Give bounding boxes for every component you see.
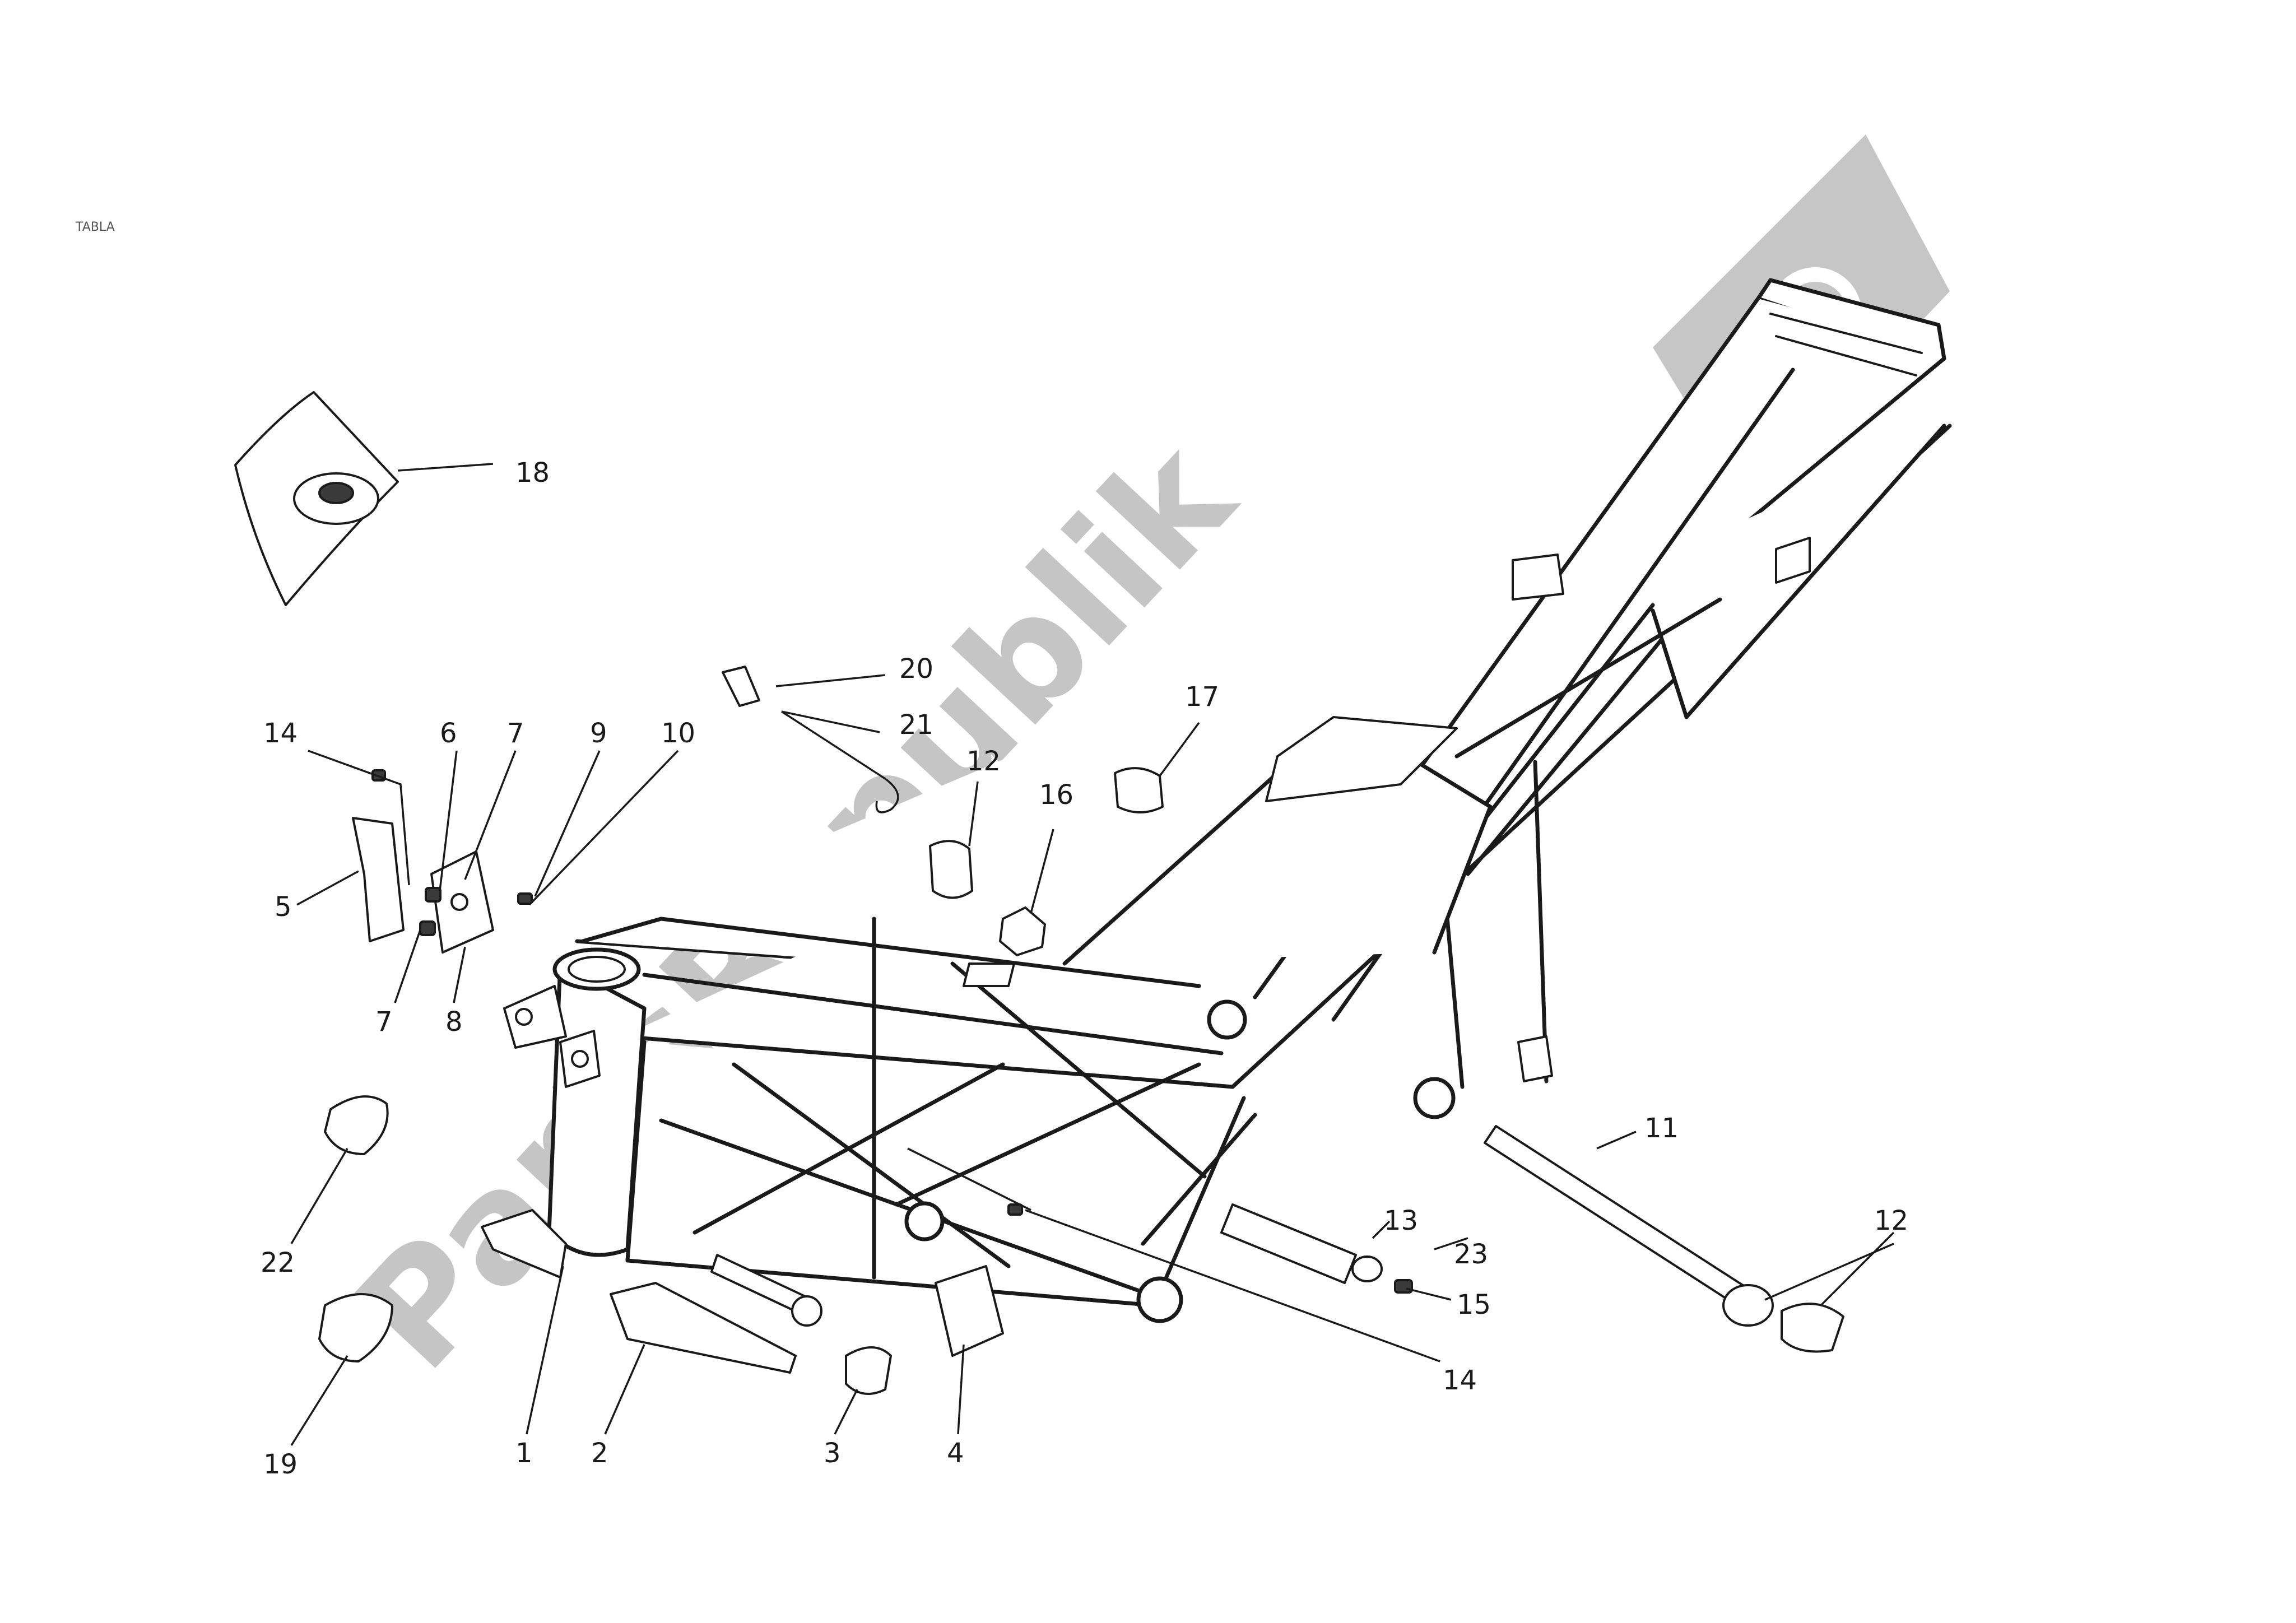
callout-12-upper: 12: [966, 746, 1001, 777]
callout-8: 8: [445, 1006, 463, 1038]
part-number-callouts: 18 20 21 12 16 17 14 6 7 9 10 5 7 8 22 1…: [261, 457, 1908, 1480]
part-4-bracket: [935, 1265, 1004, 1357]
callout-14-upper: 14: [263, 718, 298, 749]
part-16-nut: [999, 906, 1046, 956]
callout-1: 1: [515, 1438, 533, 1469]
callout-11: 11: [1644, 1113, 1679, 1144]
callout-14-lower: 14: [1443, 1365, 1477, 1396]
callout-16: 16: [1039, 779, 1073, 811]
corner-label: TABLA: [75, 220, 115, 234]
part-20-cable-end: [722, 666, 760, 707]
part-19-clamp: [318, 1293, 393, 1362]
part-12-plug: [1781, 1303, 1844, 1353]
callout-3: 3: [824, 1438, 841, 1469]
callout-9: 9: [590, 718, 607, 749]
part-13-spacer: [1220, 1203, 1357, 1284]
callout-6: 6: [440, 718, 457, 749]
part-11-axle: [1484, 1125, 1749, 1306]
part-18-tank-cap: [234, 391, 399, 606]
callout-22: 22: [261, 1247, 295, 1278]
part-12-grommet: [929, 840, 973, 899]
small-parts: [318, 666, 1844, 1395]
callout-23: 23: [1454, 1239, 1488, 1270]
part-22-clamp: [324, 1095, 389, 1155]
callout-7-upper: 7: [507, 718, 524, 749]
callout-2: 2: [591, 1438, 608, 1469]
part-5-bracket: [352, 817, 405, 942]
leader-lines: [290, 463, 1895, 1446]
callout-17: 17: [1185, 681, 1219, 713]
part-2-plate: [610, 1282, 797, 1374]
callout-19: 19: [263, 1449, 298, 1480]
steering-head: [503, 947, 647, 1257]
callout-21: 21: [899, 709, 933, 741]
callout-12-lower: 12: [1874, 1205, 1908, 1236]
callout-13: 13: [1384, 1205, 1418, 1236]
callout-10: 10: [661, 718, 695, 749]
callout-4: 4: [947, 1438, 964, 1469]
callout-5: 5: [275, 891, 292, 923]
callout-15: 15: [1457, 1289, 1491, 1320]
main-frame: [503, 278, 1952, 1323]
callout-20: 20: [899, 653, 933, 685]
part-17-grommet: [1114, 767, 1164, 813]
callout-7-lower: 7: [375, 1006, 393, 1038]
part-3-clip: [845, 1346, 892, 1395]
callout-18: 18: [515, 457, 550, 489]
part-1-bracket: [481, 1209, 567, 1278]
